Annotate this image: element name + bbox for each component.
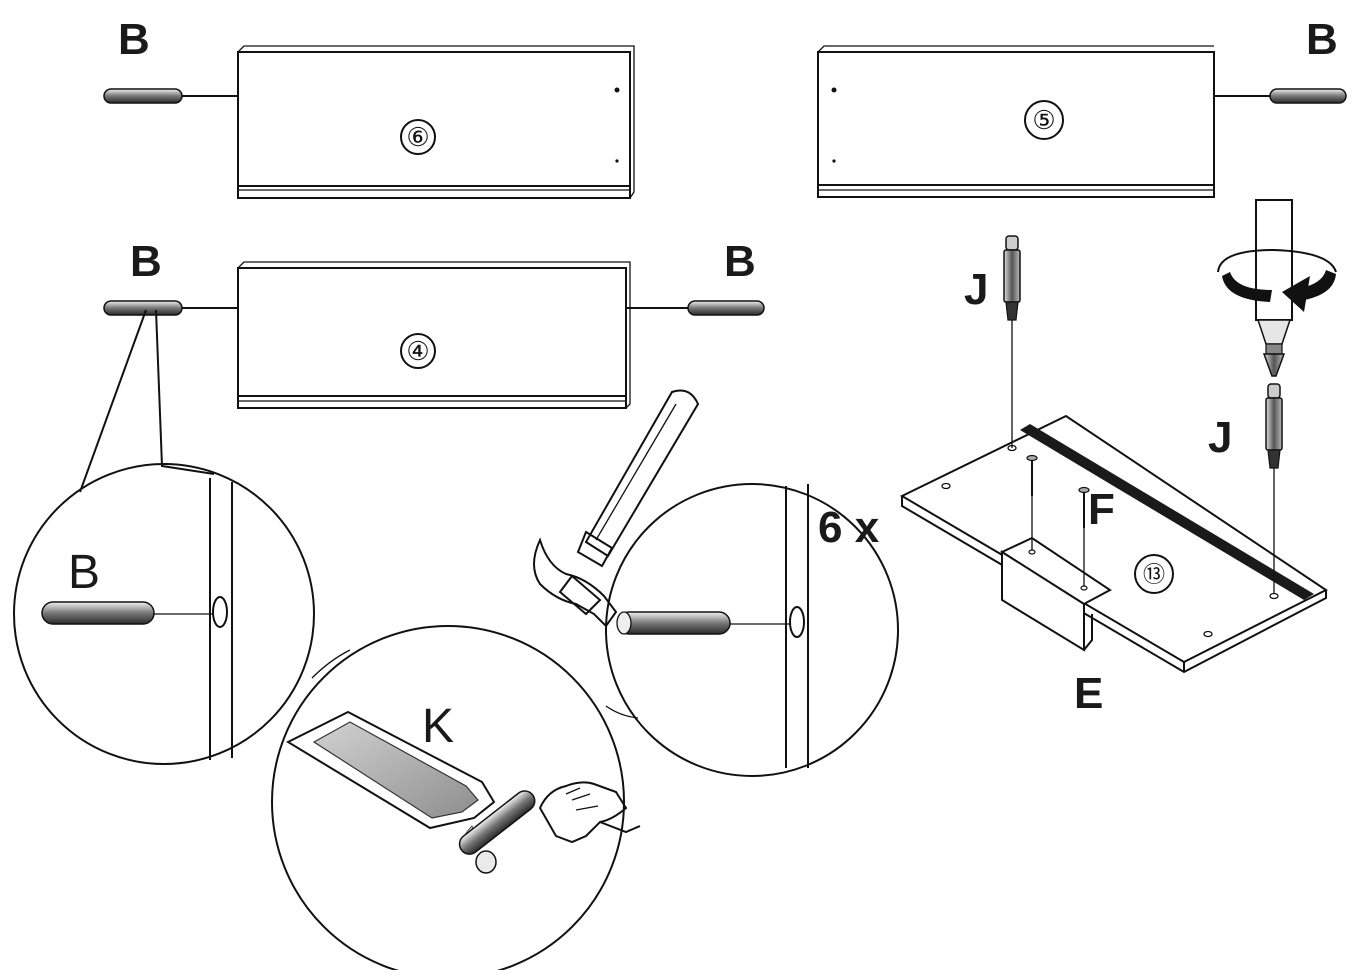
panel-4-number: ④: [406, 337, 429, 366]
screw-f-left: [1026, 454, 1038, 550]
hammer-icon: [533, 389, 700, 628]
screw-f-right: F: [1078, 485, 1115, 586]
zoom-callout-hammer: 6 x: [605, 483, 899, 777]
dowel-with-glue: [458, 790, 536, 874]
dowel-b-top-right: B: [1214, 15, 1347, 104]
label-j-right: J: [1208, 413, 1232, 462]
hand-icon: [538, 781, 641, 844]
dowel-b-middle-left: B: [103, 237, 238, 316]
screwdriver-icon: [1255, 199, 1293, 377]
cam-bolt-j-left: J: [964, 235, 1021, 448]
zoom-callout-glue: K: [271, 625, 641, 975]
label-f: F: [1088, 485, 1115, 534]
panel-5-number: ⑤: [1032, 106, 1055, 135]
dowel-b-middle-right: B: [626, 237, 765, 316]
label-j-left: J: [964, 265, 988, 314]
label-b-middle-left: B: [130, 237, 162, 286]
glue-bottle-icon: [285, 710, 496, 830]
label-e: E: [1074, 669, 1103, 718]
label-b-zoom: B: [68, 546, 100, 599]
base-panel-13: ⑬: [899, 414, 1328, 674]
panel-6: ⑥: [237, 45, 635, 199]
base-panel-number: ⑬: [1143, 562, 1165, 587]
bracket-e: E: [999, 536, 1112, 718]
panel-4: ④: [237, 261, 631, 409]
cam-bolt-j-right: J: [1208, 383, 1283, 594]
dowel-b-top-left: B: [103, 15, 238, 104]
panel-6-number: ⑥: [406, 123, 429, 152]
rotation-arrow-icon: [1217, 248, 1337, 312]
label-b-top-right: B: [1306, 15, 1338, 64]
panel-5: ⑤: [817, 45, 1215, 198]
label-b-top-left: B: [118, 15, 150, 64]
label-k: K: [422, 700, 454, 753]
zoom-callout-dowel: B: [13, 309, 315, 765]
label-b-middle-right: B: [724, 237, 756, 286]
label-quantity: 6 x: [818, 503, 880, 552]
